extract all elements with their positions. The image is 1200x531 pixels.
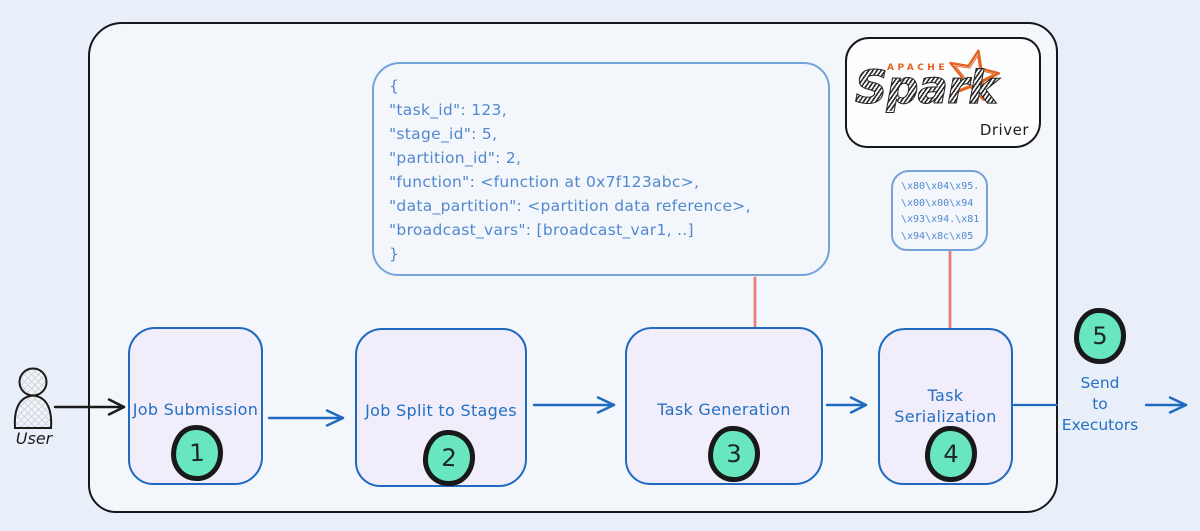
bytes-line: \x80\x04\x95. xyxy=(901,181,980,192)
step-number-badge: 4 xyxy=(924,425,978,483)
step-label: Job Submission xyxy=(132,400,259,419)
bytes-line: \x93\x94.\x81 xyxy=(901,214,980,225)
step-number-badge: 3 xyxy=(707,425,761,483)
json-line: "function": <function at 0x7f123abc>, xyxy=(389,173,700,191)
serialized-bytes-box: \x80\x04\x95. \x00\x00\x94 \x93\x94.\x81… xyxy=(891,170,988,251)
json-line: "stage_id": 5, xyxy=(389,125,498,143)
step-box-task-generation: Task Generation 3 xyxy=(625,327,823,485)
spark-driver-logo-panel: APACHE Spark Driver xyxy=(845,37,1041,148)
step-box-job-split-to-stages: Job Split to Stages 2 xyxy=(355,328,527,487)
step-label: Job Split to Stages xyxy=(365,401,517,420)
step-number-badge-send: 5 xyxy=(1074,308,1126,364)
json-line: "broadcast_vars": [broadcast_var1, ..] xyxy=(389,221,694,239)
send-to-executors-label: Send to Executors xyxy=(1061,374,1139,434)
json-line: "task_id": 123, xyxy=(389,101,507,119)
bytes-line: \x94\x8c\x05 xyxy=(901,230,974,242)
driver-label: Driver xyxy=(979,121,1029,139)
step-box-task-serialization: Task Serialization 4 xyxy=(878,328,1013,485)
step-number-badge: 2 xyxy=(422,429,476,487)
json-line: { xyxy=(389,77,400,95)
spark-wordmark: Spark xyxy=(854,61,998,114)
apache-wordmark: APACHE xyxy=(887,63,948,73)
json-line: "data_partition": <partition data refere… xyxy=(389,197,751,215)
user-icon xyxy=(13,367,53,429)
step-box-job-submission: Job Submission 1 xyxy=(128,327,263,485)
bytes-line: \x00\x00\x94 xyxy=(901,197,974,209)
user-label: User xyxy=(15,429,53,448)
json-line: } xyxy=(389,245,400,263)
send-to-executors-arrow xyxy=(1144,396,1188,414)
step-label: Task Serialization xyxy=(894,386,997,426)
task-json-box: { "task_id": 123, "stage_id": 5, "partit… xyxy=(372,62,830,276)
json-line: "partition_id": 2, xyxy=(389,149,522,167)
spark-star-icon xyxy=(949,49,1001,101)
step-number-badge: 1 xyxy=(170,424,224,482)
step-label: Task Generation xyxy=(657,400,791,419)
